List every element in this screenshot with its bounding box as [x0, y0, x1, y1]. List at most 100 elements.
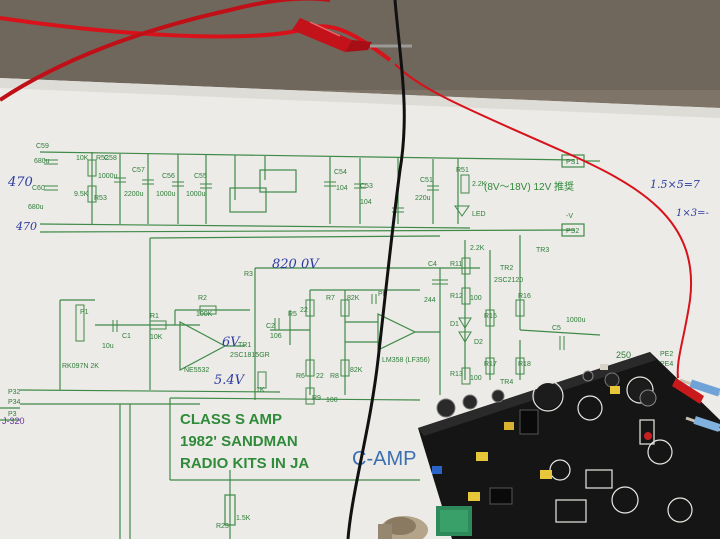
- label-r4-value: 1K: [256, 387, 265, 394]
- label-c2: C2: [266, 323, 275, 330]
- schematic-labels: C59 680u C60 680u 10K R52 9.5K R53 C58 1…: [8, 143, 673, 530]
- label-c5-value: 1000u: [566, 317, 586, 324]
- label-r23-value: 1.5K: [236, 515, 251, 522]
- label-c4: C4: [428, 261, 437, 268]
- label-r51: R51: [456, 167, 469, 174]
- label-ps2: PS2: [566, 228, 579, 235]
- label-c57: C57: [132, 167, 145, 174]
- label-r5-value: 22: [300, 307, 308, 314]
- label-r17: R17: [484, 361, 497, 368]
- label-r12: R12: [450, 293, 463, 300]
- red-probe: [292, 18, 412, 52]
- label-p32: P32: [8, 389, 21, 396]
- label-c59-value: 680u: [34, 158, 50, 165]
- label-c60-value: 680u: [28, 204, 44, 211]
- label-c3-value: PF: [378, 291, 387, 298]
- label-c1: C1: [122, 333, 131, 340]
- label-c51: C51: [420, 177, 433, 184]
- label-r6: R6: [296, 373, 305, 380]
- label-c55-value: 1000u: [186, 191, 206, 198]
- label-tr2: TR2: [500, 265, 513, 272]
- label-led: LED: [472, 211, 486, 218]
- label-c51-value: 220u: [415, 195, 431, 202]
- label-c54: C54: [334, 169, 347, 176]
- label-r7: R7: [326, 295, 335, 302]
- label-r1: R1: [150, 313, 159, 320]
- label-r13: R13: [450, 371, 463, 378]
- label-c56-value: 1000u: [156, 191, 176, 198]
- circuit-board: [378, 352, 720, 539]
- label-c56: C56: [162, 173, 175, 180]
- handwriting-820: 820 0V: [272, 257, 320, 272]
- label-c55: C55: [194, 173, 207, 180]
- label-r15: R15: [484, 313, 497, 320]
- label-c60: C60: [32, 185, 45, 192]
- title-line-1: CLASS S AMP: [180, 411, 282, 428]
- title-line-2: 1982' SANDMAN: [180, 433, 298, 450]
- label-c54-value: 104: [336, 185, 348, 192]
- label-c2-value: 106: [270, 333, 282, 340]
- handwriting-470-bottom: 470: [15, 220, 37, 233]
- label-pot: RK097N 2K: [62, 363, 99, 370]
- label-ps1: PS1: [566, 159, 579, 166]
- label-r11: R11: [450, 261, 462, 268]
- label-tr4: TR4: [500, 379, 513, 386]
- label-tr3: TR3: [536, 247, 549, 254]
- label-d1: D1: [450, 321, 459, 328]
- label-c5: C5: [552, 325, 561, 332]
- label-pe4: PE4: [660, 361, 673, 368]
- handwriting-470-top: 470: [7, 175, 33, 190]
- label-r6-value: 22: [316, 373, 324, 380]
- label-ne5532: NE5532: [184, 367, 209, 374]
- label-minus-v: -V: [566, 213, 573, 220]
- label-tr2-value: 2SC2120: [494, 277, 523, 284]
- label-r51-value: 2.2K: [472, 181, 487, 188]
- label-tr1: TR1: [238, 342, 251, 349]
- label-p3: P3: [8, 411, 17, 418]
- label-d2: D2: [474, 339, 483, 346]
- label-r2-value: 100K: [196, 311, 213, 318]
- handwriting-right-1: 1.5×5=7: [650, 178, 700, 191]
- red-lead-wire-top: [0, 16, 392, 62]
- label-c53: C53: [360, 183, 373, 190]
- label-p34: P34: [8, 399, 21, 406]
- label-c58-value: 1000u: [98, 173, 118, 180]
- label-r3: R3: [244, 271, 253, 278]
- supply-note: (8V〜18V) 12V 推奨: [484, 180, 574, 193]
- label-r52: 10K: [76, 155, 89, 162]
- label-r12-value: 100: [470, 295, 482, 302]
- label-r11-value: 2.2K: [470, 245, 485, 252]
- red-thin-wire: [394, 63, 693, 379]
- label-r7-value: 82K: [347, 295, 360, 302]
- label-r52-name: R52: [96, 155, 109, 162]
- red-lead-wire-left: [0, 0, 330, 102]
- handwriting-5v: 5.4V: [214, 373, 246, 388]
- label-c59: C59: [36, 143, 49, 150]
- handwriting-right-2: 1×3=-: [676, 208, 709, 219]
- label-r2: R2: [198, 295, 207, 302]
- black-wire: [346, 0, 406, 539]
- paper-edge: [0, 78, 720, 118]
- label-c58: C58: [104, 155, 117, 162]
- label-r5: R5: [288, 311, 297, 318]
- label-c1-value: 10u: [102, 343, 114, 350]
- label-c4-value: 244: [424, 297, 436, 304]
- title-partial: C-AMP: [352, 448, 416, 470]
- label-r8-value: 82K: [350, 367, 363, 374]
- label-250: 250: [616, 350, 631, 360]
- label-lm358: LM358 (LF356): [382, 357, 430, 364]
- label-r18: R18: [518, 361, 531, 368]
- label-r13-value: 100: [470, 375, 482, 382]
- label-p1: P1: [80, 309, 89, 316]
- label-r9-value: 100: [326, 397, 338, 404]
- handwriting-6v: 6V: [222, 335, 241, 350]
- label-r23: R23: [216, 523, 229, 530]
- component-symbols: [44, 159, 565, 405]
- label-pe2: PE2: [660, 351, 673, 358]
- label-r16: R16: [518, 293, 531, 300]
- label-c57-value: 2200u: [124, 191, 144, 198]
- label-r53: 9.5K: [74, 191, 89, 198]
- label-r9: R9: [312, 395, 321, 402]
